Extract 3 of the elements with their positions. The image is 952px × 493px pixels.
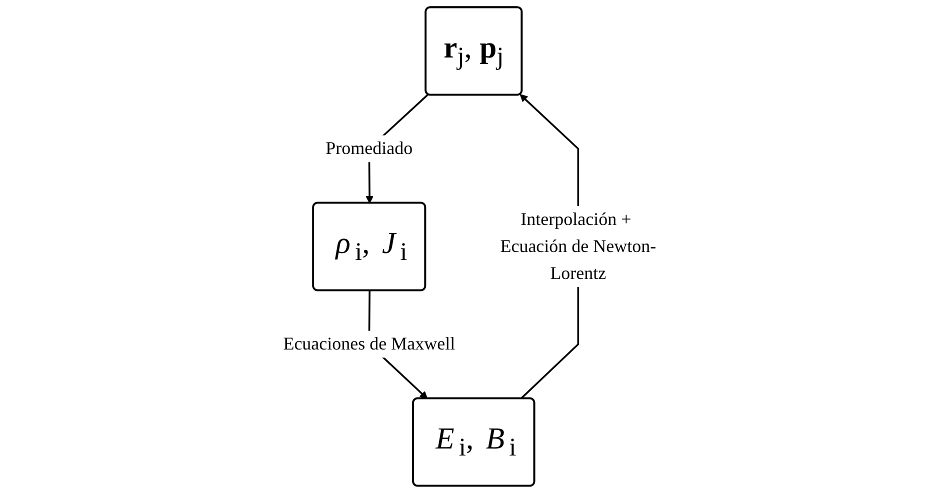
node-label: E$_{i}$, B$_{i}$ [434,422,517,464]
node-label: ρ$_{i}$, J$_{i}$ [334,226,408,268]
node-label: r$_{j}$, p$_{j}$ [444,30,504,73]
